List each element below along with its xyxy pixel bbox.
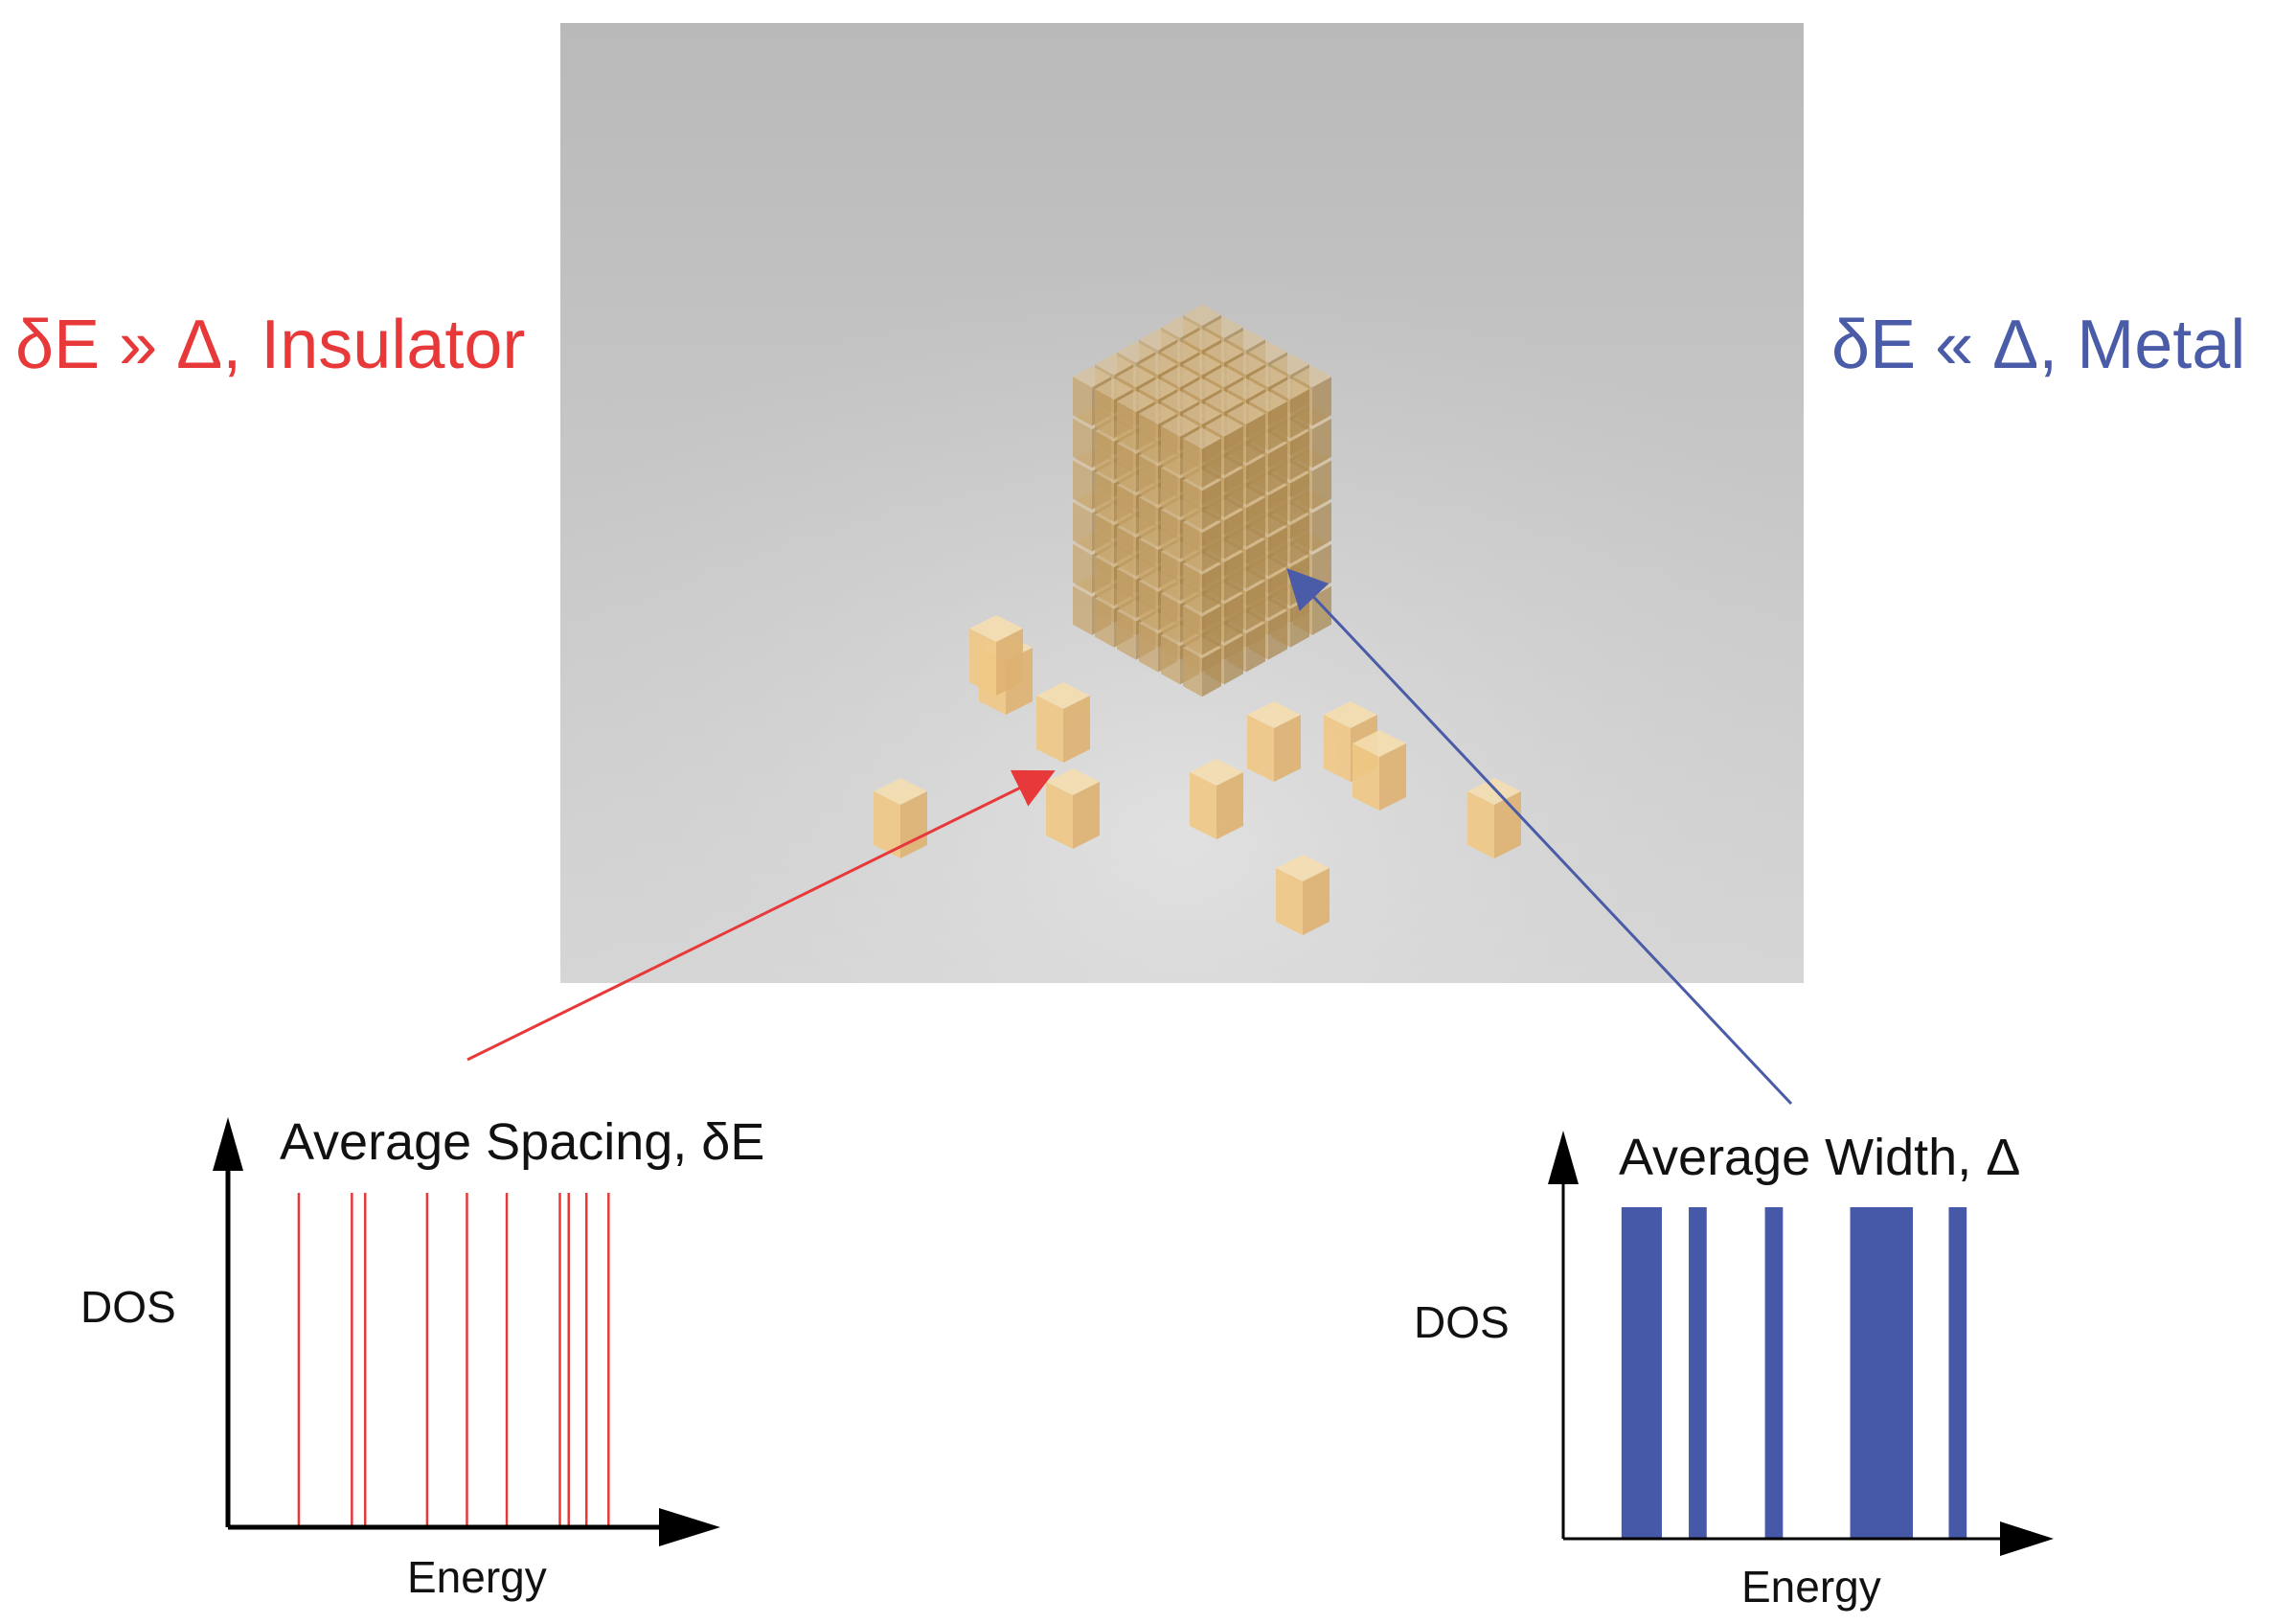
insulator-label: δE » Δ, Insulator <box>15 307 525 383</box>
right-y-axis-arrowhead <box>1548 1131 1579 1184</box>
left-plot-title: Average Spacing, δE <box>280 1113 764 1171</box>
energy-band-4 <box>1948 1207 1967 1539</box>
energy-band-2 <box>1764 1207 1784 1539</box>
loose-cube <box>1247 701 1301 782</box>
metal-arrow <box>1286 567 1793 1106</box>
insulator-arrow <box>466 769 1056 1062</box>
right-plot-title: Average Width, Δ <box>1619 1129 2020 1186</box>
nanocluster-render <box>560 23 1804 983</box>
loose-cube <box>1046 768 1100 849</box>
metal-label: δE « Δ, Metal <box>1831 307 2245 383</box>
right-x-axis-arrowhead <box>2000 1521 2054 1556</box>
energy-bands <box>1621 1207 1967 1539</box>
energy-band-3 <box>1850 1207 1914 1539</box>
lattice-cube <box>1183 511 1221 572</box>
metal-dos-plot: Average Width, Δ DOS Energy <box>1414 1129 2054 1612</box>
loose-cube <box>969 615 1023 696</box>
left-x-axis-arrowhead <box>659 1508 720 1546</box>
left-y-axis-arrowhead <box>213 1117 243 1171</box>
right-plot-ylabel: DOS <box>1414 1297 1510 1347</box>
right-plot-xlabel: Energy <box>1741 1562 1881 1612</box>
left-plot-xlabel: Energy <box>407 1552 547 1602</box>
energy-level-lines <box>297 1193 610 1527</box>
left-plot-ylabel: DOS <box>80 1282 176 1332</box>
loose-cube <box>1353 730 1406 811</box>
insulator-dos-plot: Average Spacing, δE DOS Energy <box>80 1113 764 1602</box>
loose-cubes <box>874 615 1521 935</box>
cube-lattice <box>1073 304 1331 698</box>
energy-band-0 <box>1621 1207 1662 1539</box>
loose-cube <box>874 778 927 858</box>
energy-band-1 <box>1689 1207 1707 1539</box>
loose-cube <box>1036 682 1090 763</box>
loose-cube <box>1190 759 1243 839</box>
lattice-cube <box>1183 427 1221 488</box>
loose-cube <box>1276 855 1330 935</box>
